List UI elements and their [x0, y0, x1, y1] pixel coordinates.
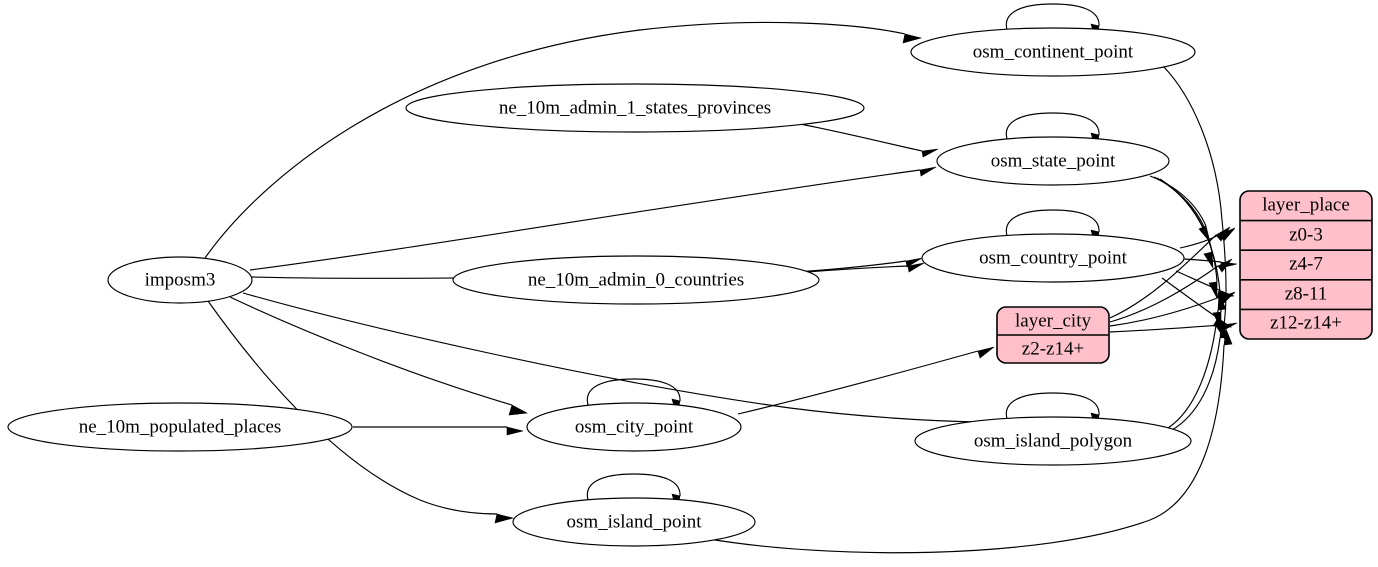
- edge-osm-island-polygon-to-layer-place-z12: [1171, 321, 1229, 431]
- node-osm-island-point[interactable]: osm_island_point: [512, 497, 756, 547]
- node-label-osm-island-point: osm_island_point: [566, 511, 702, 532]
- node-label-ne-populated: ne_10m_populated_places: [79, 416, 282, 437]
- edge-ne-states-to-osm-state-point: [799, 123, 939, 158]
- node-label-osm-country-point: osm_country_point: [979, 247, 1127, 268]
- edge-osm-island-point-to-layer-place-z12: [702, 328, 1233, 554]
- edge-osm-state-point-to-layer-place-z0: [1149, 175, 1211, 243]
- node-label-osm-city-point: osm_city_point: [575, 416, 694, 437]
- edge-imposm3-to-osm-continent-point: [204, 21, 923, 259]
- node-osm-island-polygon[interactable]: osm_island_polygon: [914, 416, 1192, 466]
- node-ne-10m-admin-0-countries[interactable]: ne_10m_admin_0_countries: [452, 255, 820, 305]
- node-layer-place[interactable]: layer_place z0-3 z4-7 z8-11 z12-z14+: [1239, 190, 1373, 340]
- node-label-imposm3: imposm3: [145, 269, 216, 290]
- node-ne-10m-populated-places[interactable]: ne_10m_populated_places: [7, 402, 353, 452]
- edge-layer: [204, 3, 1238, 554]
- edge-imposm3-to-osm-city-point: [229, 296, 528, 416]
- node-label-ne-countries: ne_10m_admin_0_countries: [528, 269, 744, 290]
- edge-ne-countries-to-osm-country-point: [805, 262, 925, 273]
- record-row-layer-place-0[interactable]: z0-3: [1289, 224, 1323, 245]
- edge-osm-city-point-to-layer-city: [737, 346, 995, 415]
- node-label-osm-island-polygon: osm_island_polygon: [974, 430, 1133, 451]
- node-imposm3[interactable]: imposm3: [107, 256, 253, 304]
- record-layer: layer_city z2-z14+ layer_place z0-3 z4-7…: [996, 190, 1373, 364]
- record-header-layer-city: layer_city: [1015, 310, 1091, 331]
- node-ne-10m-admin-1-states-provinces[interactable]: ne_10m_admin_1_states_provinces: [405, 83, 865, 133]
- node-osm-state-point[interactable]: osm_state_point: [936, 136, 1170, 186]
- node-osm-city-point[interactable]: osm_city_point: [526, 402, 742, 452]
- edge-layer-city-to-layer-place-z4: [1109, 258, 1233, 323]
- edge-imposm3-to-osm-state-point: [249, 166, 937, 271]
- node-label-osm-continent-point: osm_continent_point: [973, 41, 1134, 62]
- record-row-layer-place-1[interactable]: z4-7: [1289, 253, 1323, 274]
- record-row-layer-city-0[interactable]: z2-z14+: [1022, 338, 1084, 359]
- edge-osm-continent-point-to-layer-place-z12: [1162, 65, 1227, 342]
- node-osm-country-point[interactable]: osm_country_point: [921, 233, 1185, 283]
- edge-imposm3-to-osm-island-point: [207, 300, 515, 524]
- node-layer-city[interactable]: layer_city z2-z14+: [996, 306, 1110, 364]
- edge-osm-island-polygon-to-layer-place-z8: [1167, 293, 1227, 429]
- record-row-layer-place-2[interactable]: z8-11: [1285, 283, 1328, 304]
- edge-layer-city-to-layer-place-z0: [1109, 226, 1231, 319]
- node-label-ne-states: ne_10m_admin_1_states_provinces: [499, 97, 771, 118]
- node-osm-continent-point[interactable]: osm_continent_point: [910, 27, 1196, 77]
- node-label-osm-state-point: osm_state_point: [991, 150, 1116, 171]
- record-header-layer-place: layer_place: [1262, 194, 1350, 215]
- node-layer: imposm3 ne_10m_admin_1_states_provinces …: [7, 27, 1196, 547]
- record-row-layer-place-3[interactable]: z12-z14+: [1270, 312, 1342, 333]
- edge-ne-populated-to-osm-city-point: [353, 426, 524, 436]
